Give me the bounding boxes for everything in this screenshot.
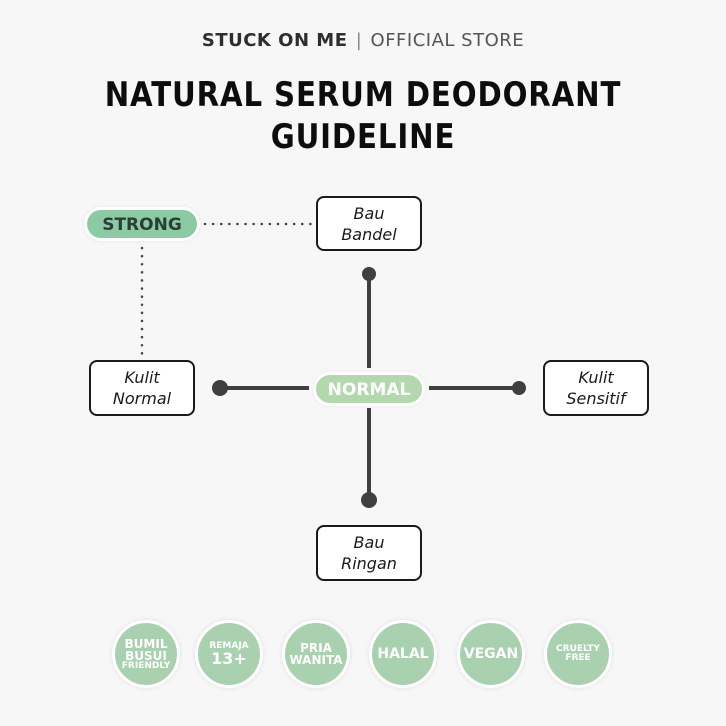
badge-remaja-13: REMAJA 13+ xyxy=(195,620,263,688)
box-bau-ringan-line2: Ringan xyxy=(341,554,397,573)
axis-top-endpoint xyxy=(362,267,376,281)
badge-text: REMAJA xyxy=(209,640,249,651)
box-kulit-sensitif-line2: Sensitif xyxy=(566,389,626,408)
box-bau-ringan: Bau Ringan xyxy=(316,525,422,581)
box-kulit-normal: Kulit Normal xyxy=(89,360,195,416)
box-kulit-normal-line1: Kulit xyxy=(124,368,160,387)
axis-right-endpoint xyxy=(512,381,526,395)
badge-text: 13+ xyxy=(211,648,247,668)
brand-name: STUCK ON ME xyxy=(201,30,348,51)
brand-separator: | xyxy=(355,30,363,51)
normal-pill: NORMAL xyxy=(313,372,425,406)
title-line-1: NATURAL SERUM DEODORANT xyxy=(104,75,622,115)
box-kulit-normal-line2: Normal xyxy=(112,389,172,408)
axis-left-endpoint xyxy=(212,380,228,396)
badge-halal: HALAL xyxy=(369,620,437,688)
box-bau-ringan-line1: Bau xyxy=(353,533,385,552)
page-title: NATURAL SERUM DEODORANT GUIDELINE xyxy=(51,74,675,158)
badge-text: BUSUI xyxy=(125,648,167,663)
box-bau-bandel-line1: Bau xyxy=(353,203,385,223)
brand-suffix: OFFICIAL STORE xyxy=(370,30,525,51)
strong-pill: STRONG xyxy=(84,207,200,241)
badge-text: VEGAN xyxy=(463,646,519,662)
title-line-2: GUIDELINE xyxy=(270,117,456,157)
badge-text: FREE xyxy=(565,653,591,663)
box-kulit-sensitif: Kulit Sensitif xyxy=(543,360,649,416)
badge-bumil-busui-friendly: BUMIL BUSUI FRIENDLY xyxy=(112,620,180,688)
badge-text: PRIA xyxy=(300,641,332,655)
badge-text: HALAL xyxy=(377,646,429,662)
badge-pria-wanita: PRIA WANITA xyxy=(282,620,350,688)
axis-bottom-endpoint xyxy=(361,492,377,508)
badge-text: BUMIL xyxy=(124,636,168,651)
box-kulit-sensitif-line1: Kulit xyxy=(578,368,614,387)
badge-text: CRUELTY xyxy=(556,644,600,654)
box-bau-bandel: Bau Bandel xyxy=(316,196,422,251)
badge-text: FRIENDLY xyxy=(121,660,171,671)
badge-vegan: VEGAN xyxy=(457,620,525,688)
badge-text: WANITA xyxy=(289,653,343,667)
store-header: STUCK ON ME | OFFICIAL STORE xyxy=(0,30,726,51)
badge-cruelty-free: CRUELTY FREE xyxy=(544,620,612,688)
box-bau-bandel-line2: Bandel xyxy=(341,224,397,244)
